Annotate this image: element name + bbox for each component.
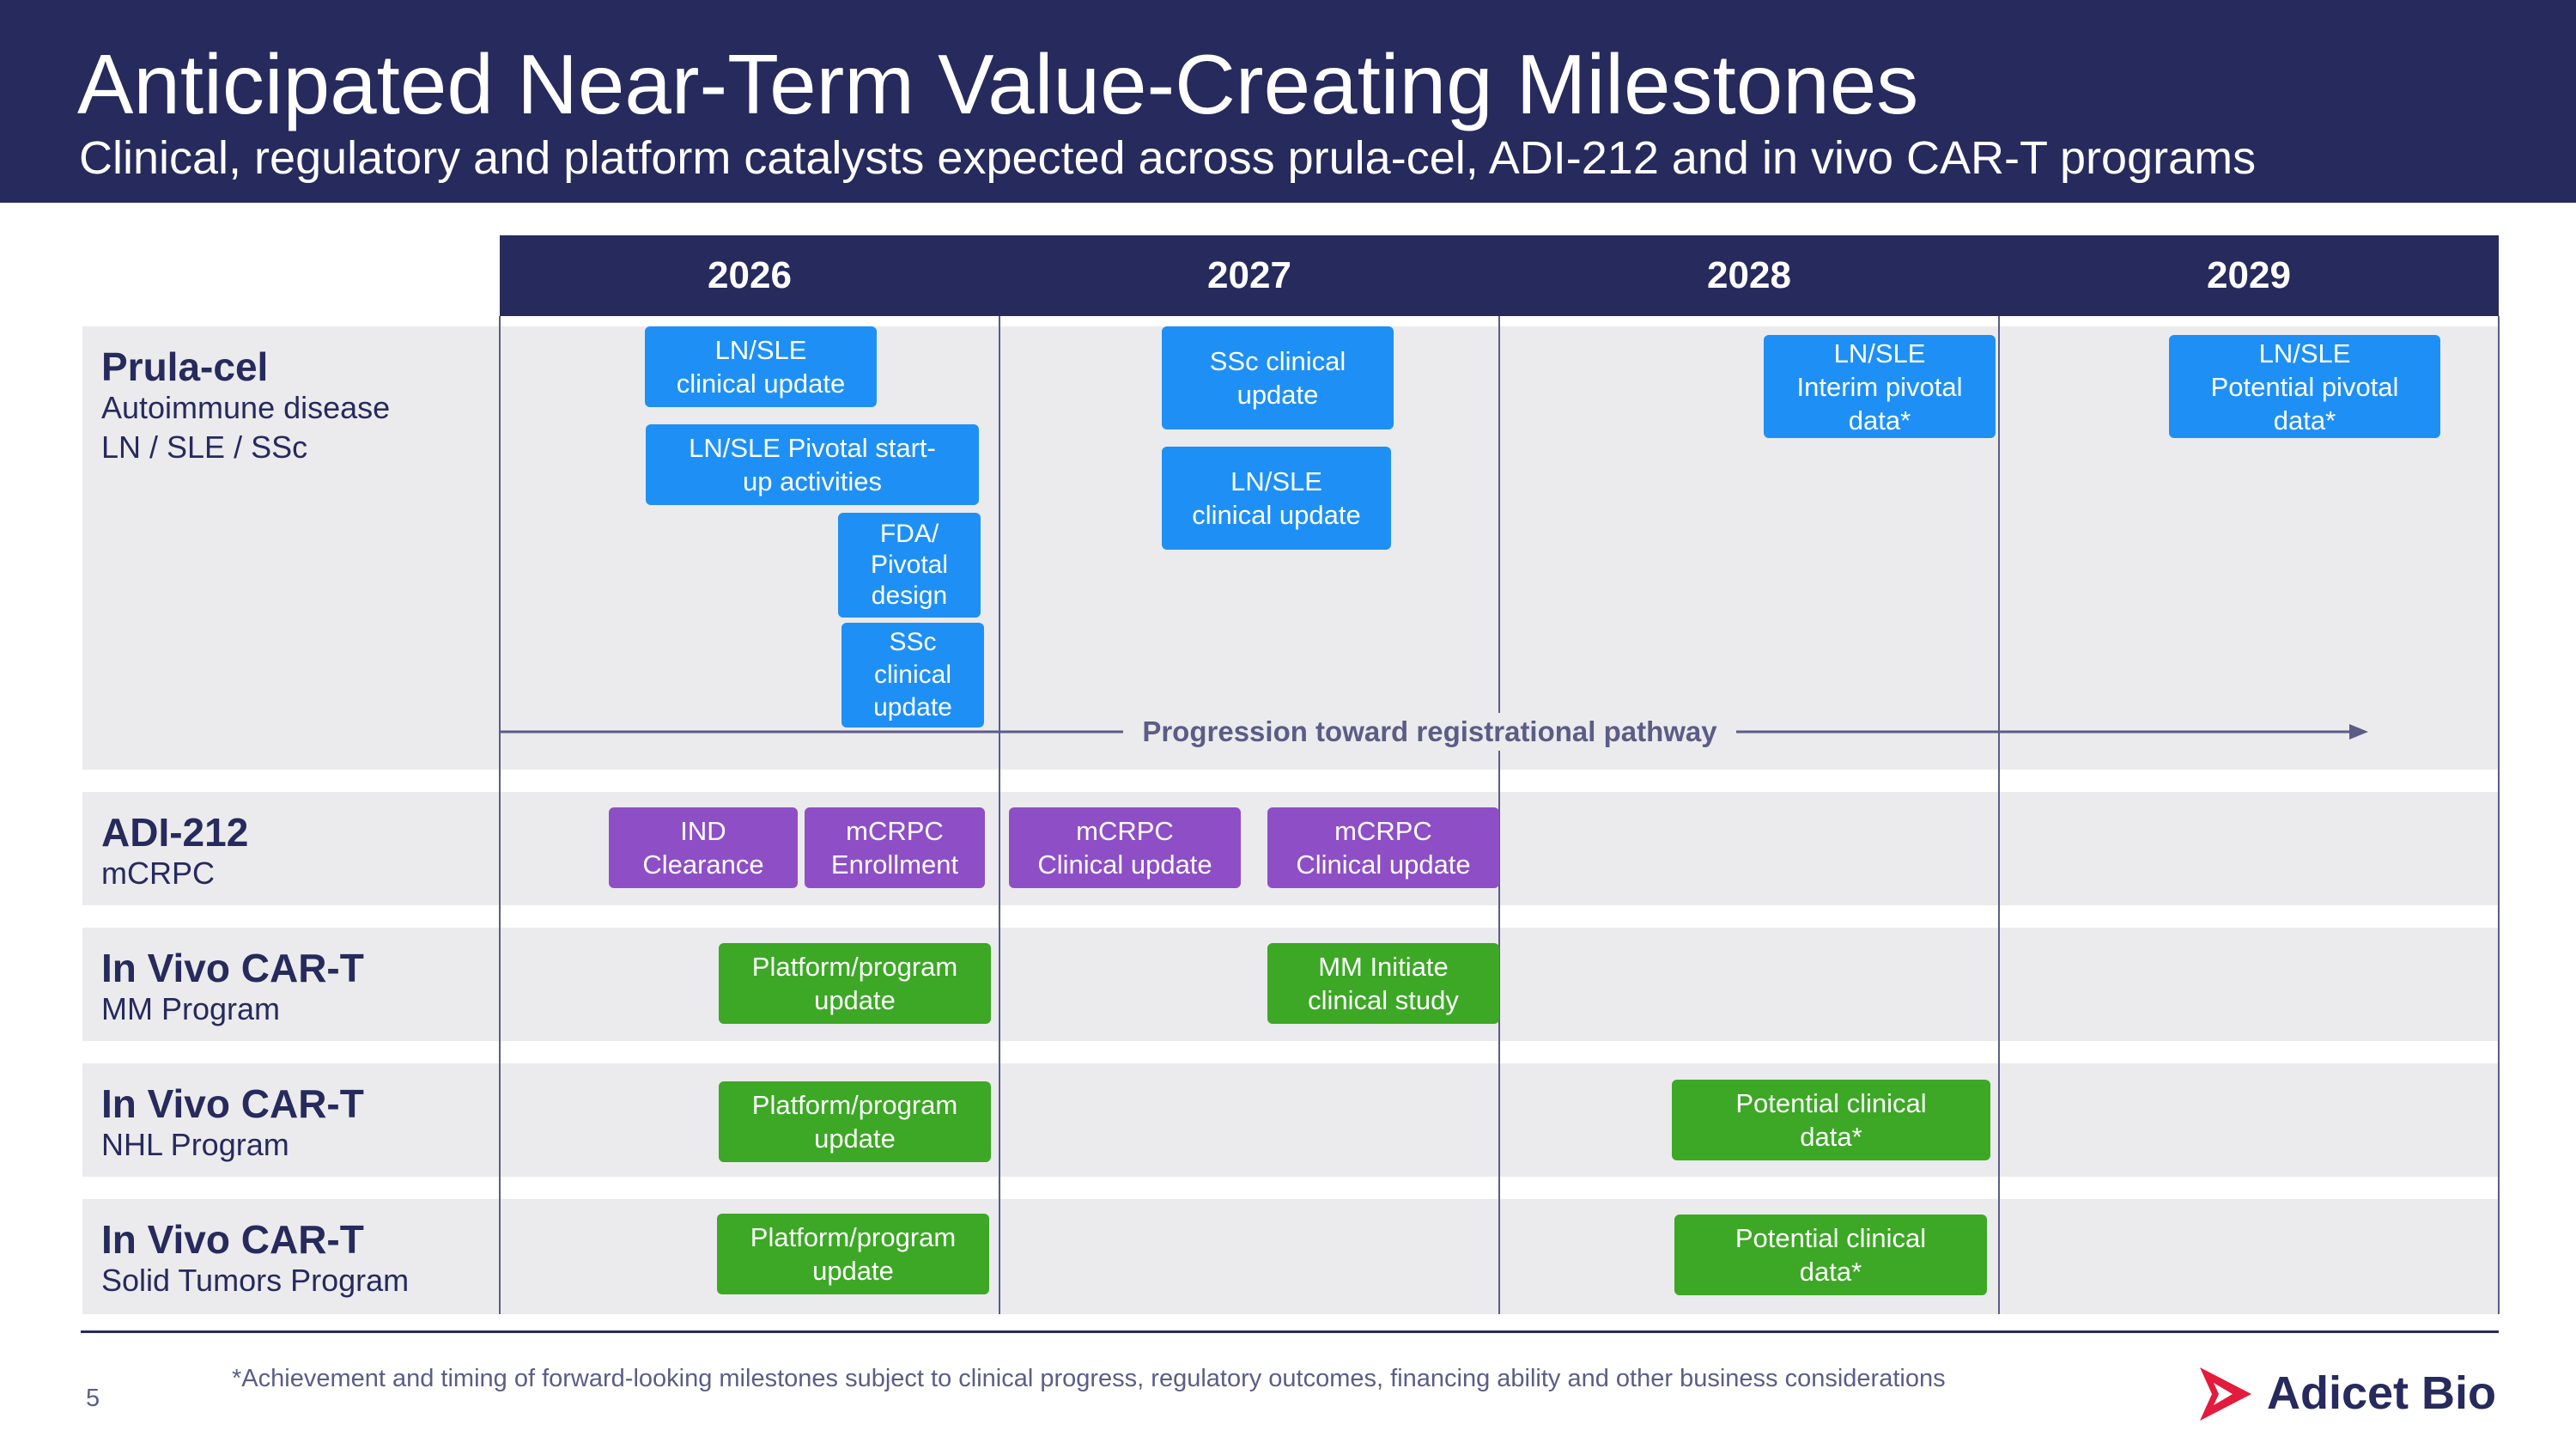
footer-divider bbox=[81, 1330, 2499, 1333]
row-subtitle: NHL Program bbox=[101, 1127, 289, 1162]
year-gridline bbox=[2498, 316, 2500, 1314]
milestone-box: mCRPC Clinical update bbox=[1009, 807, 1241, 888]
row-name: ADI-212 bbox=[101, 810, 249, 855]
row-band-nhl bbox=[82, 1063, 2499, 1177]
row-label-solid-tumors: In Vivo CAR-T Solid Tumors Program bbox=[101, 1218, 409, 1300]
page-number: 5 bbox=[86, 1385, 100, 1412]
milestone-box: LN/SLE Interim pivotal data* bbox=[1764, 335, 1996, 438]
milestone-box: LN/SLE clinical update bbox=[1162, 447, 1391, 550]
year-header: 2026 2027 2028 2029 bbox=[500, 235, 2499, 316]
milestone-box: SSc clinical update bbox=[1162, 326, 1394, 429]
row-subtitle: LN / SLE / SSc bbox=[101, 429, 308, 465]
milestone-box: LN/SLE Pivotal start- up activities bbox=[646, 424, 979, 505]
logo-text: Adicet Bio bbox=[2267, 1367, 2497, 1419]
milestone-box: FDA/ Pivotal design bbox=[838, 513, 981, 618]
row-name: In Vivo CAR-T bbox=[101, 946, 364, 990]
footnote: *Achievement and timing of forward-looki… bbox=[232, 1365, 1946, 1392]
milestone-box: mCRPC Enrollment bbox=[805, 807, 985, 888]
page-title: Anticipated Near-Term Value-Creating Mil… bbox=[77, 37, 1919, 131]
progression-label: Progression toward registrational pathwa… bbox=[1123, 713, 1736, 751]
row-subtitle: MM Program bbox=[101, 991, 281, 1026]
company-logo: Adicet Bio bbox=[2195, 1362, 2504, 1424]
row-name: In Vivo CAR-T bbox=[101, 1217, 364, 1262]
year-2029: 2029 bbox=[2207, 254, 2291, 296]
row-band-solid-tumors bbox=[82, 1199, 2499, 1314]
row-name: In Vivo CAR-T bbox=[101, 1081, 364, 1126]
milestone-box: SSc clinical update bbox=[841, 623, 984, 728]
year-gridline bbox=[1998, 316, 2000, 1314]
page-subtitle: Clinical, regulatory and platform cataly… bbox=[79, 132, 2257, 184]
milestone-box: mCRPC Clinical update bbox=[1267, 807, 1499, 888]
title-banner bbox=[0, 0, 2576, 203]
milestone-box: Platform/program update bbox=[719, 1081, 991, 1162]
year-2028: 2028 bbox=[1707, 254, 1791, 296]
milestone-box: Potential clinical data* bbox=[1674, 1215, 1987, 1295]
year-2027: 2027 bbox=[1207, 254, 1291, 296]
milestone-box: LN/SLE clinical update bbox=[645, 326, 877, 407]
row-subtitle: Autoimmune disease bbox=[101, 390, 391, 425]
row-label-adi-212: ADI-212 mCRPC bbox=[101, 811, 248, 893]
milestone-box: MM Initiate clinical study bbox=[1267, 943, 1499, 1024]
milestone-box: Platform/program update bbox=[717, 1214, 989, 1294]
year-gridline bbox=[999, 316, 1000, 1314]
year-2026: 2026 bbox=[708, 254, 792, 296]
milestone-box: IND Clearance bbox=[609, 807, 798, 888]
year-gridline bbox=[1498, 316, 1500, 1314]
row-label-mm: In Vivo CAR-T MM Program bbox=[101, 947, 364, 1029]
year-gridline bbox=[499, 316, 501, 1314]
row-subtitle: mCRPC bbox=[101, 855, 215, 891]
row-label-nhl: In Vivo CAR-T NHL Program bbox=[101, 1082, 364, 1165]
row-subtitle: Solid Tumors Program bbox=[101, 1263, 410, 1298]
row-name: Prula-cel bbox=[101, 344, 269, 389]
milestone-box: Potential clinical data* bbox=[1672, 1080, 1990, 1160]
row-label-prula-cel: Prula-cel Autoimmune disease LN / SLE / … bbox=[101, 345, 390, 467]
adicet-logo-icon bbox=[2200, 1367, 2251, 1421]
milestone-box: Platform/program update bbox=[719, 943, 991, 1024]
milestone-box: LN/SLE Potential pivotal data* bbox=[2169, 335, 2440, 438]
